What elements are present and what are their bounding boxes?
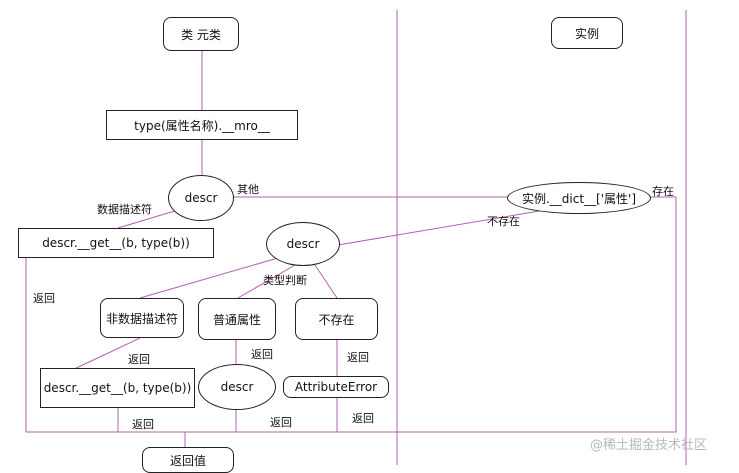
label-return-attrerr: 返回	[352, 412, 374, 425]
label-return-left: 返回	[33, 292, 55, 305]
label-return-descr: 返回	[270, 416, 292, 429]
node-normal-attribute: 普通属性	[198, 298, 276, 340]
node-type-mro: type(属性名称).__mro__	[106, 110, 298, 140]
node-descr-top: descr	[168, 175, 234, 221]
label-exists: 存在	[652, 185, 674, 198]
label-data-descriptor: 数据描述符	[97, 203, 152, 216]
edge-mid-to-nondata	[139, 257, 279, 299]
edge-mid-to-notexist	[314, 264, 338, 299]
node-descr-bottom: descr	[198, 364, 276, 410]
label-type-check: 类型判断	[263, 274, 307, 287]
node-instance: 实例	[551, 17, 623, 49]
edge-mid-to-normal	[237, 264, 296, 299]
label-return-notexist: 返回	[347, 351, 369, 364]
node-non-data-descriptor: 非数据描述符	[100, 298, 184, 338]
edge-nondata-to-get	[71, 337, 141, 371]
node-descr-mid: descr	[266, 222, 340, 266]
label-not-exists: 不存在	[487, 215, 520, 228]
label-return-normal: 返回	[251, 348, 273, 361]
node-class-metaclass: 类 元类	[163, 17, 239, 51]
edge-dict-to-descr-mid	[337, 209, 546, 246]
node-return-value: 返回值	[142, 447, 234, 473]
edge-dict-exists	[342, 196, 677, 433]
node-instance-dict: 实例.__dict__['属性']	[507, 182, 651, 214]
edge-descr-to-get	[117, 209, 179, 229]
watermark-text: @稀土掘金技术社区	[590, 438, 708, 453]
label-return-nondata: 返回	[128, 353, 150, 366]
node-attribute-error: AttributeError	[283, 376, 389, 398]
label-other: 其他	[237, 183, 259, 196]
node-get-top: descr.__get__(b, type(b))	[18, 228, 214, 258]
node-get-bottom: descr.__get__(b, type(b))	[40, 368, 195, 408]
node-not-exist: 不存在	[295, 298, 378, 340]
label-return-get: 返回	[132, 418, 154, 431]
